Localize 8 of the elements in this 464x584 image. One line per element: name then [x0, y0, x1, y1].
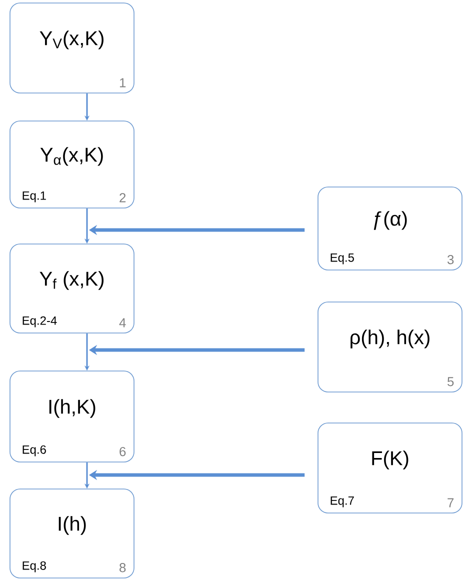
- process-box: Y$_{α}$(x,K) Eq.1 2: [10, 120, 134, 208]
- process-box: F(K) Eq.7 7: [318, 422, 462, 514]
- process-box: I(h,K) Eq.6 6: [10, 370, 134, 462]
- process-box: Y$_{V}$(x,K) 1: [10, 2, 134, 94]
- process-box: ƒ(α) Eq.5 3: [318, 186, 462, 270]
- process-box: Y$_{f}$ (x,K) Eq.2-4 4: [10, 244, 134, 334]
- process-box: ρ(h), h(x) 5: [318, 302, 462, 392]
- process-box: I(h) Eq.8 8: [10, 488, 134, 578]
